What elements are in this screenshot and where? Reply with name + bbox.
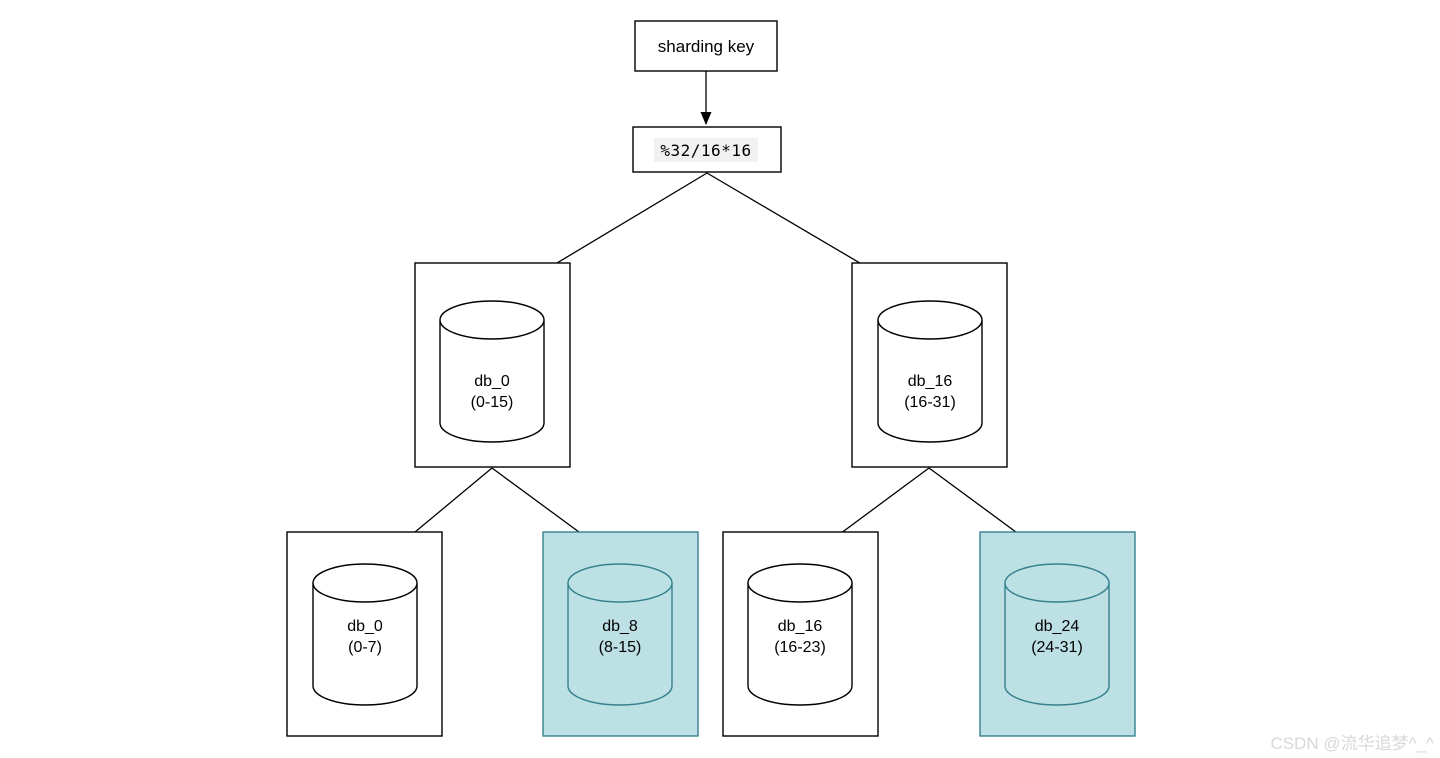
sharding-key-box [634,20,778,72]
db-name: db_16 [908,373,953,390]
db-range: (8-15) [599,639,642,656]
db-name: db_0 [347,618,383,635]
db-range: (16-23) [774,639,826,656]
database-cylinder-top [567,563,673,603]
db-name: db_8 [602,618,638,635]
database-cylinder-body [312,583,418,706]
node-db16-16-31: db_16 (16-31) [851,262,1008,468]
db-name: db_24 [1035,618,1080,635]
database-cylinder-top [877,300,983,340]
node-db0-0-7: db_0 (0-7) [286,531,443,737]
node-db24-24-31-highlighted: db_24 (24-31) [979,531,1136,737]
node-db0-0-15: db_0 (0-15) [414,262,571,468]
database-cylinder-body [567,583,673,706]
db-range: (24-31) [1031,639,1083,656]
db-name: db_0 [474,373,510,390]
node-db8-8-15-highlighted: db_8 (8-15) [542,531,699,737]
formula-highlight-bg [654,138,758,162]
db-range: (0-15) [471,394,514,411]
database-cylinder-top [1004,563,1110,603]
node-formula: %32/16*16 [632,126,782,173]
db-name: db_16 [778,618,823,635]
database-cylinder-top [747,563,853,603]
db-range: (16-31) [904,394,956,411]
database-cylinder-body [1004,583,1110,706]
database-cylinder-body [747,583,853,706]
node-sharding-key: sharding key [634,20,778,72]
database-cylinder-top [439,300,545,340]
sharding-key-label: sharding key [658,37,755,56]
formula-label: %32/16*16 [660,141,751,160]
database-cylinder-top [312,563,418,603]
database-cylinder-body [439,320,545,443]
node-db16-16-23: db_16 (16-23) [722,531,879,737]
db-range: (0-7) [348,639,382,656]
csdn-watermark: CSDN @流华追梦^_^ [1270,734,1434,753]
database-cylinder-body [877,320,983,443]
